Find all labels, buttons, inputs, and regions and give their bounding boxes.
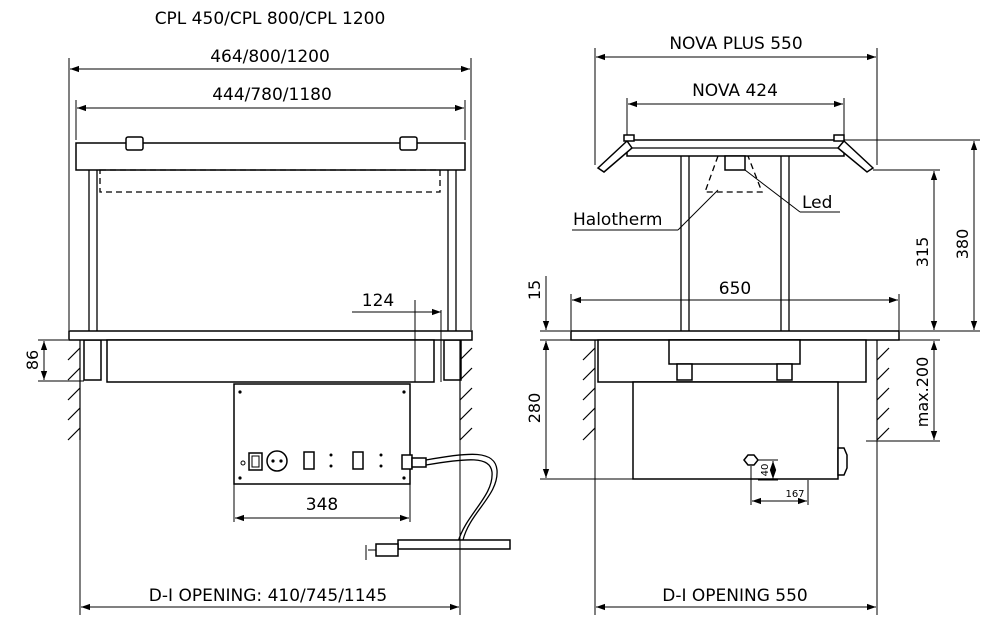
right-wall-hatching-right: [876, 340, 890, 441]
left-wall-hatching-right: [459, 340, 473, 441]
nova-plus-label: NOVA PLUS 550: [669, 34, 802, 54]
dim-86-label: 86: [23, 350, 42, 370]
nova-label: NOVA 424: [692, 81, 778, 101]
left-wall-hatching-left: [67, 340, 81, 441]
dim-167-label: 167: [785, 489, 804, 500]
power-cable: [365, 453, 511, 560]
dim-380-label: 380: [953, 229, 972, 260]
inner-width-dimension: [75, 100, 466, 140]
dim-124-label: 124: [362, 291, 394, 311]
dim-max200: max.200: [866, 339, 940, 442]
dim-40: 40: [758, 459, 778, 481]
right-opening-label: D-I OPENING 550: [662, 586, 808, 606]
left-view: CPL 450/CPL 800/CPL 1200 464/800/1200 44…: [23, 9, 511, 615]
dim-124: 124: [352, 291, 441, 316]
dim-280-label: 280: [525, 393, 544, 424]
dim-15-label: 15: [525, 280, 544, 300]
halotherm-label: Halotherm: [573, 210, 662, 230]
right-well-body: [597, 339, 867, 480]
dim-650: 650: [570, 279, 900, 331]
control-box: [233, 383, 427, 485]
right-opening-dimension: D-I OPENING 550: [594, 440, 878, 615]
dim-15: 15: [525, 276, 598, 360]
dim-86: 86: [23, 339, 84, 382]
left-view-posts: [83, 170, 462, 381]
left-opening-dimension: D-I OPENING: 410/745/1145: [79, 440, 461, 615]
nova-dimension: [626, 98, 845, 140]
right-counter-top: [570, 330, 900, 341]
nova-plus-dimension: [594, 48, 878, 165]
overall-width-dimension: [68, 58, 472, 330]
right-view: NOVA PLUS 550 NOVA 424: [525, 34, 980, 615]
dim-380: 380: [844, 139, 980, 332]
lamp-unit: Led Halotherm: [572, 155, 840, 231]
dim-max200-label: max.200: [913, 357, 932, 427]
right-wall-hatching-left: [582, 340, 596, 441]
well-body: [106, 300, 442, 383]
dim-167: 167: [750, 466, 809, 505]
dim-348: 348: [233, 484, 411, 522]
model-title-label: CPL 450/CPL 800/CPL 1200: [155, 9, 386, 29]
dim-280: 280: [525, 341, 633, 480]
dim-315-label: 315: [913, 237, 932, 268]
dim-650-label: 650: [719, 279, 751, 299]
dim-315: 315: [873, 169, 940, 330]
left-opening-label: D-I OPENING: 410/745/1145: [149, 586, 387, 606]
overall-width-label: 464/800/1200: [210, 47, 330, 67]
counter-top: [68, 330, 473, 341]
led-label: Led: [802, 193, 832, 213]
sneeze-guard-top: [75, 136, 466, 193]
inner-width-label: 444/780/1180: [212, 85, 332, 105]
dim-40-label: 40: [760, 464, 771, 477]
canopy: [596, 134, 875, 173]
dim-348-label: 348: [306, 495, 338, 515]
